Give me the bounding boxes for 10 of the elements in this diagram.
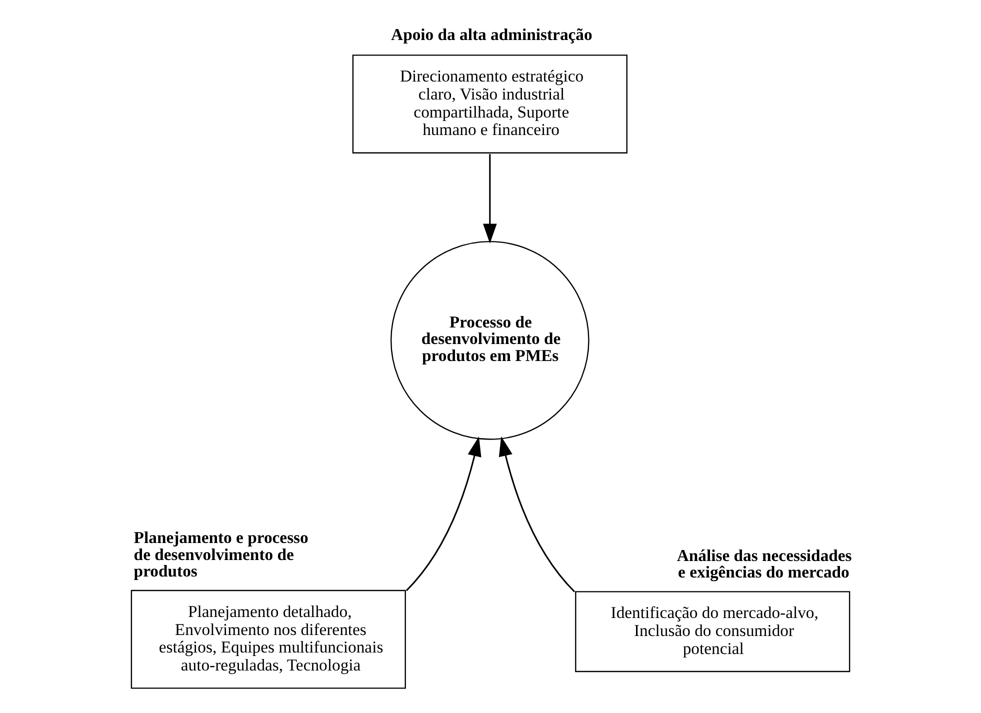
arrow [498, 436, 576, 592]
node-box: Identificação do mercado-alvo, Inclusão do consumidor potencial [575, 591, 850, 672]
arrow [406, 436, 482, 592]
node-label: Análise das necessidades e exigências do mercado [676, 546, 852, 582]
arrow [482, 154, 497, 244]
node-label: Planejamento e processo de desenvolvimento de produtos [134, 528, 308, 580]
node-box: Planejamento detalhado, Envolvimento nos diferentes estágios, Equipes multifuncionais auto-reguladas, Tecnologia [130, 590, 406, 689]
node-box: Direcionamento estratégico claro, Visão industrial compartilhada, Suporte humano e financeiro [352, 54, 628, 154]
node-circle: Processo de desenvolvimento de produtos em PMEs [390, 240, 590, 440]
node-label: Apoio da alta administração [391, 24, 592, 44]
